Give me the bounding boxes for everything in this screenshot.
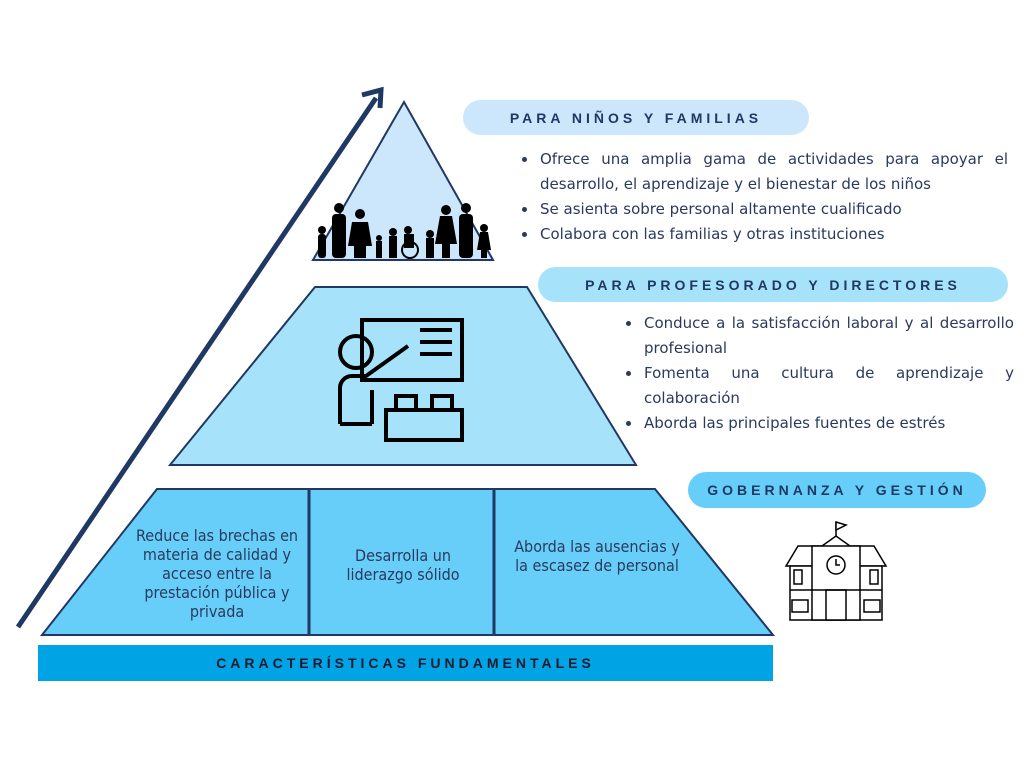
level-title-children-families: PARA NIÑOS Y FAMILIAS	[463, 100, 809, 135]
level-title-governance: GOBERNANZA Y GESTIÓN	[688, 472, 986, 508]
pyramid-bottom-tier	[39, 488, 776, 636]
list-item: Aborda las principales fuentes de estrés	[642, 411, 1014, 436]
family-silhouette-icon	[318, 203, 491, 259]
list-item: Colabora con las familias y otras instit…	[538, 222, 1008, 247]
list-item: Ofrece una amplia gama de actividades pa…	[538, 147, 1008, 197]
governance-cell-staff-shortage: Aborda las ausencias y la escasez de per…	[514, 537, 680, 575]
level-title-teachers-directors: PARA PROFESORADO Y DIRECTORES	[538, 267, 1008, 302]
governance-cell-quality-gaps: Reduce las brechas en materia de calidad…	[135, 526, 299, 621]
list-item: Se asienta sobre personal altamente cual…	[538, 197, 1008, 222]
base-band-fundamentals: CARACTERÍSTICAS FUNDAMENTALES	[38, 645, 773, 681]
children-families-bullets: Ofrece una amplia gama de actividades pa…	[520, 147, 1008, 247]
governance-cell-leadership: Desarrolla un liderazgo sólido	[346, 546, 460, 584]
school-building-icon	[784, 520, 888, 621]
teacher-presentation-icon	[338, 318, 464, 442]
pyramid-middle-tier	[167, 286, 638, 466]
growth-arrow-icon	[15, 86, 384, 629]
list-item: Fomenta una cultura de aprendizaje y col…	[642, 361, 1014, 411]
list-item: Conduce a la satisfacción laboral y al d…	[642, 311, 1014, 361]
teachers-directors-bullets: Conduce a la satisfacción laboral y al d…	[624, 311, 1014, 436]
